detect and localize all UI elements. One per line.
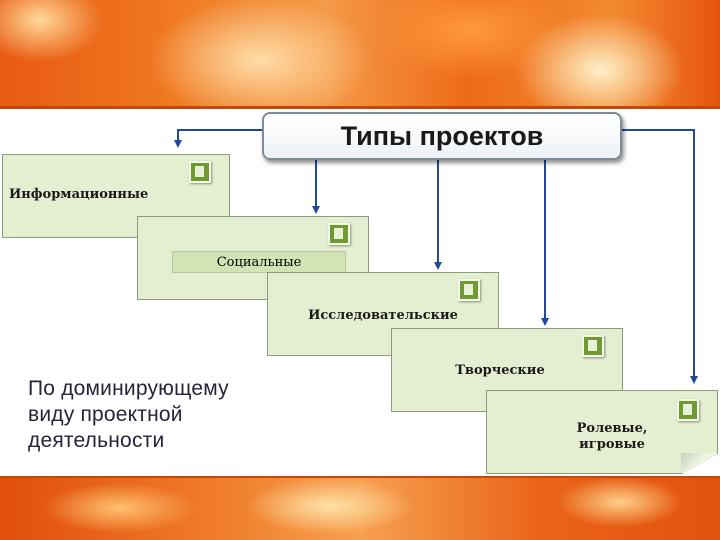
top-band-divider (0, 106, 720, 109)
card-label-research: Исследовательские (308, 308, 458, 323)
classification-caption: По доминирующему виду проектной деятельн… (28, 376, 328, 454)
card-social: Социальные (137, 216, 369, 300)
arrow-to-informational (174, 129, 262, 148)
card-label-creative: Творческие (455, 363, 545, 378)
diagram-title: Типы проектов (262, 112, 622, 160)
document-icon (582, 335, 604, 357)
card-label-role-line2: игровые (579, 437, 645, 453)
card-label-social: Социальные (172, 251, 346, 273)
bottom-band-divider (0, 476, 720, 479)
caption-line-1: По доминирующему (28, 377, 229, 400)
card-role-play: Ролевые, игровые (486, 390, 718, 474)
card-label-role-line1: Ролевые, (576, 421, 648, 436)
bottom-decorative-band (0, 478, 720, 540)
card-label-informational: Информационные (9, 187, 149, 202)
card-label-role-play: Ролевые, игровые (537, 421, 687, 454)
card-research: Исследовательские (267, 272, 499, 356)
document-icon (458, 279, 480, 301)
top-decorative-band (0, 0, 720, 108)
arrow-to-role (618, 129, 698, 384)
caption-line-2: виду проектной (28, 403, 183, 426)
document-icon (189, 161, 211, 183)
caption-line-3: деятельности (28, 429, 165, 452)
document-icon (328, 223, 350, 245)
document-icon (677, 399, 699, 421)
